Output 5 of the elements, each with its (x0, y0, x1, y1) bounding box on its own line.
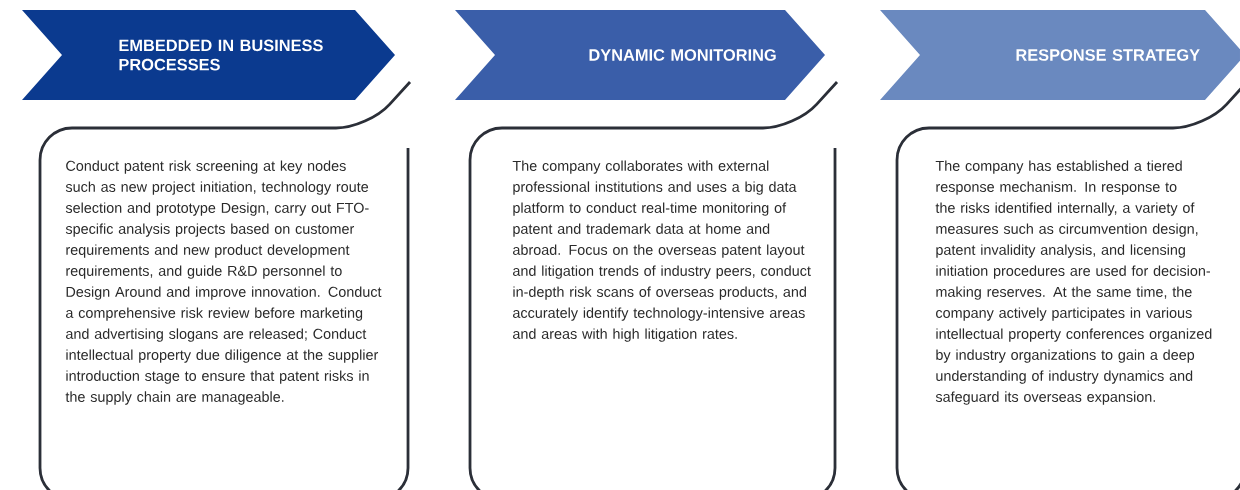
text-panel: The company collaborates with external professional institutions and uses a big data platform to conduct real-time monitoring of patent and trademark data at home and abroad. Focus on the overseas patent layout and litigation trends of industry peers, conduct in-depth risk scans of overseas products, and accurately identify technology-intensive areas and areas with high litigation rates. (468, 81, 839, 490)
text-panel: Conduct patent risk screening at key nodes such as new project initiation, technology route selection and prototype Design, carry out FTO-specific analysis projects based on customer requirements and new product development requirements, and guide R&D personnel to Design Around and improve innovation. Conduct a comprehensive risk review before marketing and advertising slogans are released; Conduct intellectual property due diligence at the supplier introduction stage to ensure that patent risks in the supply chain are manageable. (38, 81, 412, 490)
chevron-banner: EMBEDDED IN BUSINESS PROCESSES (22, 10, 395, 100)
chevron-banner: DYNAMIC MONITORING (455, 10, 825, 100)
chevron-banner: RESPONSE STRATEGY (880, 10, 1240, 100)
